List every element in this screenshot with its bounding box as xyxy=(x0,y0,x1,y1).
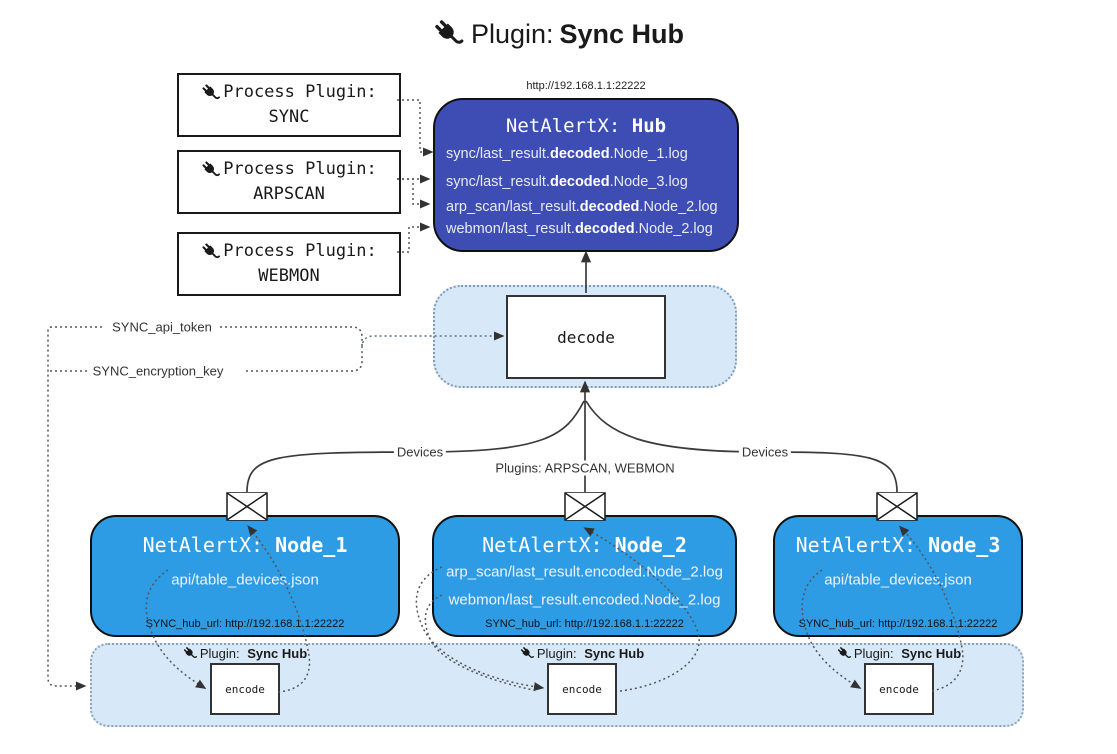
node-file: api/table_devices.json xyxy=(171,571,319,589)
band-plugin-label: Plugin: Sync Hub xyxy=(520,646,644,661)
process-plugin-name: WEBMON xyxy=(258,266,320,286)
hub-url: http://192.168.1.1:22222 xyxy=(526,80,646,92)
plug-icon xyxy=(183,646,198,661)
hub-log-line: sync/last_result.decoded.Node_3.log xyxy=(446,174,688,190)
node-title: NetAlertX: Node_1 xyxy=(142,533,348,557)
node-1-box: NetAlertX: Node_1 api/table_devices.json… xyxy=(90,515,400,637)
hub-title: NetAlertX: Hub xyxy=(435,115,737,137)
plug-icon xyxy=(201,160,221,180)
node-title: NetAlertX: Node_3 xyxy=(795,533,1001,557)
process-plugin-webmon: Process Plugin: WEBMON xyxy=(177,232,401,296)
sync-api-token-label: SYNC_api_token xyxy=(109,319,215,335)
node-hub-url: SYNC_hub_url: http://192.168.1.1:22222 xyxy=(485,618,684,630)
band-plugin-label: Plugin: Sync Hub xyxy=(183,646,307,661)
edge-sync-to-hub-line1 xyxy=(397,99,434,157)
plug-icon xyxy=(201,242,221,262)
node-2-box: NetAlertX: Node_2 arp_scan/last_result.e… xyxy=(432,515,737,637)
decode-label: decode xyxy=(557,327,615,347)
page-title-prefix: Plugin: xyxy=(470,18,554,49)
node-file: webmon/last_result.encoded.Node_2.log xyxy=(448,591,721,609)
node-hub-url: SYNC_hub_url: http://192.168.1.1:22222 xyxy=(798,618,998,630)
process-plugin-label: Process Plugin: xyxy=(223,159,377,179)
process-plugin-sync: Process Plugin: SYNC xyxy=(177,73,401,137)
hub-log-line: arp_scan/last_result.decoded.Node_2.log xyxy=(446,199,718,215)
encode-box-1: encode xyxy=(210,663,280,715)
process-plugin-name: SYNC xyxy=(268,107,310,127)
page-title: Plugin: Sync Hub xyxy=(0,18,1117,50)
hub-title-bold: Hub xyxy=(631,115,667,137)
encode-box-3: encode xyxy=(864,663,934,715)
plug-icon xyxy=(520,646,535,661)
band-plugin-label: Plugin: Sync Hub xyxy=(837,646,961,661)
devices-left-label: Devices xyxy=(393,444,447,460)
node-hub-url: SYNC_hub_url: http://192.168.1.1:22222 xyxy=(145,618,345,630)
hub-box: NetAlertX: Hub sync/last_result.decoded.… xyxy=(433,98,739,252)
node-file: arp_scan/last_result.encoded.Node_2.log xyxy=(446,563,723,581)
process-plugin-webmon-header: Process Plugin: xyxy=(201,239,377,264)
plugins-center-label: Plugins: ARPSCAN, WEBMON xyxy=(492,460,678,476)
page-title-bold: Sync Hub xyxy=(559,18,685,49)
process-plugin-label: Process Plugin: xyxy=(223,241,377,261)
node-file: api/table_devices.json xyxy=(824,571,972,589)
node-title: NetAlertX: Node_2 xyxy=(482,533,687,557)
process-plugin-label: Process Plugin: xyxy=(223,82,377,102)
plug-icon xyxy=(201,83,221,103)
edge-config-to-band xyxy=(47,326,102,691)
process-plugin-arpscan-header: Process Plugin: xyxy=(201,157,377,182)
edge-api-token-right xyxy=(220,326,363,348)
hub-log-line: webmon/last_result.decoded.Node_2.log xyxy=(446,221,713,237)
devices-right-label: Devices xyxy=(738,444,792,460)
plug-icon xyxy=(837,646,852,661)
sync-encryption-key-label: SYNC_encryption_key xyxy=(89,363,227,379)
process-plugin-arpscan: Process Plugin: ARPSCAN xyxy=(177,150,401,214)
hub-log-line: sync/last_result.decoded.Node_1.log xyxy=(446,146,688,162)
decode-box: decode xyxy=(506,295,666,379)
edge-encryption-key-right xyxy=(246,348,363,372)
hub-title-prefix: NetAlertX: xyxy=(505,115,621,137)
node-3-box: NetAlertX: Node_3 api/table_devices.json… xyxy=(773,515,1023,637)
process-plugin-sync-header: Process Plugin: xyxy=(201,80,377,105)
plug-icon xyxy=(433,18,465,50)
process-plugin-name: ARPSCAN xyxy=(253,184,325,204)
encode-box-2: encode xyxy=(547,663,617,715)
